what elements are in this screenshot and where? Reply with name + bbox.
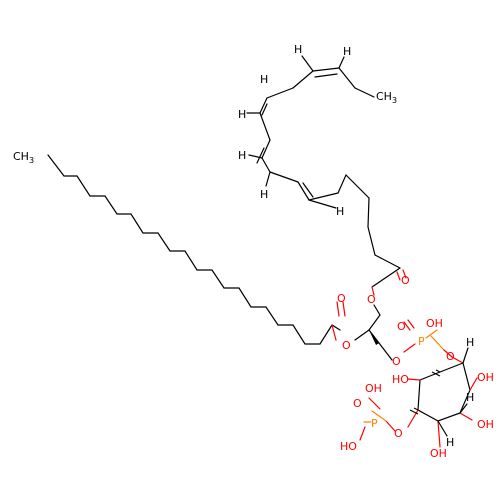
atom-ch3-top: CH3	[376, 90, 397, 105]
atom-oh: OH	[426, 317, 443, 330]
atom-o: O	[397, 320, 406, 333]
atom-oh: OH	[365, 382, 382, 395]
atom-h: H	[238, 149, 246, 162]
atom-oh: OH	[477, 371, 494, 384]
atom-h: H	[260, 188, 268, 201]
atom-ho: HO	[340, 440, 357, 453]
atom-o: O	[392, 355, 401, 368]
atom-p: P	[371, 417, 378, 430]
atom-h: H	[343, 45, 351, 58]
atom-oh: OH	[477, 418, 494, 431]
atom-p: P	[418, 335, 425, 348]
atom-ch3-left: CH3	[13, 150, 34, 165]
atom-o: O	[401, 274, 410, 287]
inositol-ring	[359, 347, 478, 448]
atom-o: O	[394, 427, 403, 440]
atom-h: H	[446, 436, 454, 449]
atom-labels: CH3 CH3 H H H H H H H O O O O O O O O O …	[13, 43, 494, 460]
atom-ho: HO	[392, 373, 409, 386]
atom-o: O	[353, 397, 362, 410]
atom-h: H	[294, 43, 302, 56]
atom-h: H	[260, 73, 268, 86]
atom-o: O	[337, 292, 346, 305]
saturated-acyl-chain	[47, 154, 370, 345]
atom-h: H	[466, 336, 474, 349]
glycerol-backbone	[368, 319, 453, 361]
atom-h: H	[336, 205, 344, 218]
atom-o: O	[342, 339, 351, 352]
unsaturated-acyl-chain	[246, 55, 407, 331]
atom-o: O	[446, 350, 455, 363]
atom-o: O	[367, 293, 376, 306]
atom-h: H	[238, 108, 246, 121]
atom-h: H	[466, 391, 474, 404]
atom-oh: OH	[430, 447, 447, 460]
